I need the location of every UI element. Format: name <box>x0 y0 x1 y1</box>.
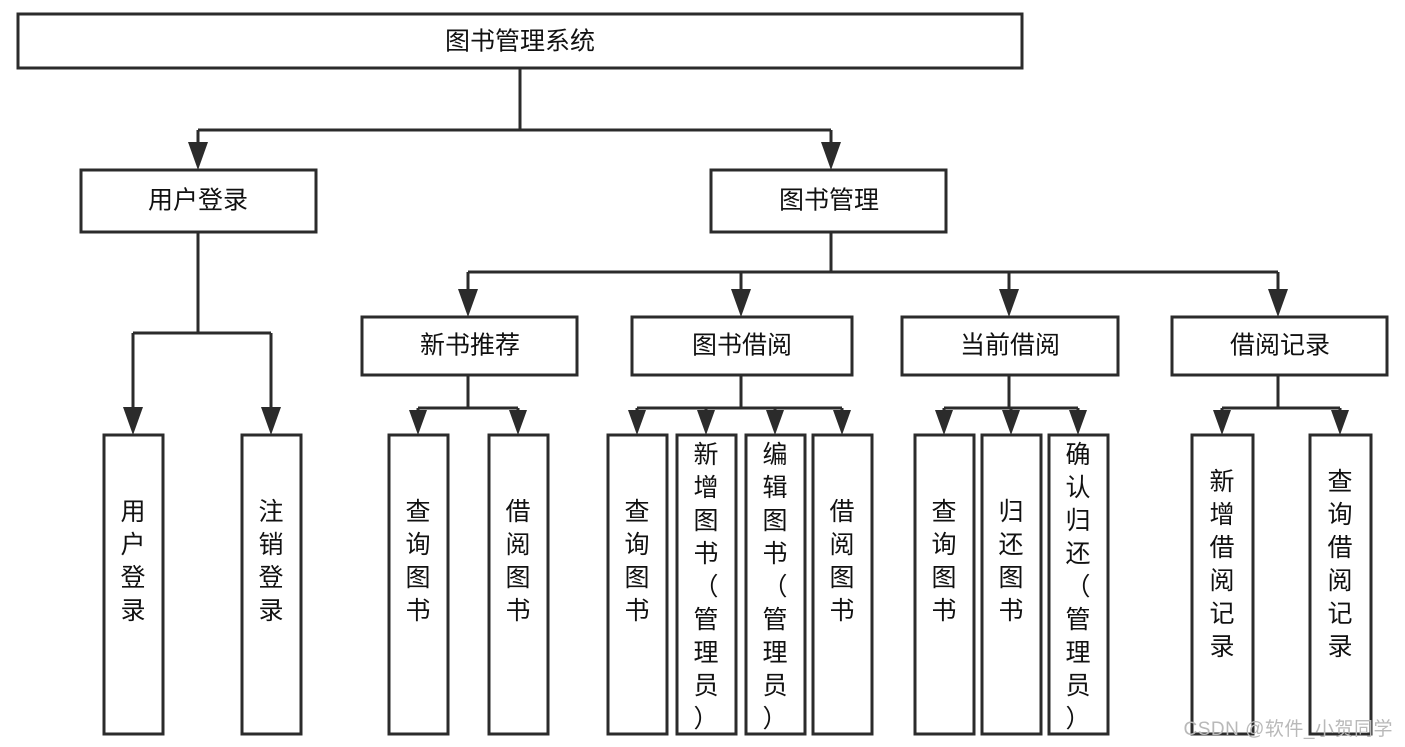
node-leaf-return-book-label: 归还图书 <box>998 498 1023 625</box>
node-leaf-borrow-book-2-label: 借阅图书 <box>829 498 854 625</box>
node-current-borrow-label: 当前借阅 <box>960 332 1060 360</box>
arrow-head-leaf-logout-login <box>261 407 281 435</box>
node-leaf-return-book[interactable]: 归还图书 <box>980 433 1043 736</box>
node-book-management-label: 图书管理 <box>779 187 879 215</box>
node-leaf-borrow-book-1-label: 借阅图书 <box>505 498 530 625</box>
arrow-head-leaf-borrow-book-1 <box>509 410 527 435</box>
node-leaf-user-login-box[interactable] <box>102 433 165 736</box>
node-current-borrow[interactable]: 当前借阅 <box>900 315 1120 377</box>
leaf-nodes-layer: 用户登录 注销登录 查询图书 借阅图书 查询图书 新增图书（管理员） <box>102 433 1373 736</box>
node-leaf-query-book-3-box[interactable] <box>913 433 976 736</box>
arrow-head-borrow-record <box>1268 289 1288 317</box>
node-leaf-add-book[interactable]: 新增图书（管理员） <box>675 433 738 736</box>
node-book-borrow-box[interactable] <box>630 315 854 377</box>
node-leaf-query-borrow-record-label: 查询借阅记录 <box>1327 468 1352 661</box>
node-leaf-user-login[interactable]: 用户登录 <box>102 433 165 736</box>
arrow-head-leaf-add-book <box>697 410 715 435</box>
arrow-head-leaf-edit-book <box>766 410 784 435</box>
node-leaf-query-book-2[interactable]: 查询图书 <box>606 433 669 736</box>
node-leaf-query-book-2-box[interactable] <box>606 433 669 736</box>
node-leaf-add-borrow-record[interactable]: 新增借阅记录 <box>1190 433 1255 736</box>
node-leaf-query-borrow-record-box[interactable] <box>1308 433 1373 736</box>
node-leaf-borrow-book-1-box[interactable] <box>487 433 550 736</box>
node-leaf-query-borrow-record[interactable]: 查询借阅记录 <box>1308 433 1373 736</box>
node-leaf-add-book-label: 新增图书（管理员） <box>693 441 718 733</box>
arrow-head-new-book-recommend <box>458 289 478 317</box>
node-leaf-confirm-return[interactable]: 确认归还（管理员） <box>1047 433 1110 736</box>
node-new-book-recommend-box[interactable] <box>360 315 579 377</box>
arrow-head-leaf-return-book <box>1002 410 1020 435</box>
node-leaf-logout-login-box[interactable] <box>240 433 303 736</box>
node-borrow-record-label: 借阅记录 <box>1230 332 1330 360</box>
node-leaf-add-borrow-record-label: 新增借阅记录 <box>1209 468 1234 661</box>
node-leaf-edit-book[interactable]: 编辑图书（管理员） <box>744 433 807 736</box>
arrow-head-leaf-query-borrow-record <box>1331 410 1349 435</box>
node-new-book-recommend[interactable]: 新书推荐 <box>360 315 579 377</box>
node-user-login-box[interactable] <box>79 168 318 234</box>
node-leaf-query-book-2-label: 查询图书 <box>624 498 649 625</box>
node-leaf-return-book-box[interactable] <box>980 433 1043 736</box>
node-leaf-query-book-3-label: 查询图书 <box>931 498 956 625</box>
node-leaf-query-book-1-box[interactable] <box>387 433 450 736</box>
node-user-login-label: 用户登录 <box>148 187 248 215</box>
node-borrow-record-box[interactable] <box>1170 315 1389 377</box>
node-book-management-box[interactable] <box>709 168 948 234</box>
node-leaf-confirm-return-label: 确认归还（管理员） <box>1065 441 1090 733</box>
connector-layer <box>123 68 1349 435</box>
node-leaf-edit-book-label: 编辑图书（管理员） <box>762 441 787 733</box>
arrow-head-book-management <box>821 142 841 170</box>
arrow-head-leaf-borrow-book-2 <box>833 410 851 435</box>
node-book-borrow-label: 图书借阅 <box>692 332 792 360</box>
node-book-management[interactable]: 图书管理 <box>709 168 948 234</box>
node-root-box[interactable] <box>16 12 1024 70</box>
arrow-head-leaf-query-book-1 <box>409 410 427 435</box>
node-leaf-add-book-box[interactable] <box>675 433 738 736</box>
node-book-borrow[interactable]: 图书借阅 <box>630 315 854 377</box>
node-leaf-user-login-label: 用户登录 <box>120 498 145 625</box>
node-leaf-query-book-3[interactable]: 查询图书 <box>913 433 976 736</box>
node-leaf-logout-login-label: 注销登录 <box>258 498 283 625</box>
arrow-head-leaf-confirm-return <box>1069 410 1087 435</box>
node-leaf-confirm-return-box[interactable] <box>1047 433 1110 736</box>
node-root-label: 图书管理系统 <box>445 28 595 56</box>
arrow-head-book-borrow <box>731 289 751 317</box>
node-user-login[interactable]: 用户登录 <box>79 168 318 234</box>
arrow-head-user-login <box>188 142 208 170</box>
node-leaf-query-book-1-label: 查询图书 <box>405 498 430 625</box>
arrow-head-leaf-user-login <box>123 407 143 435</box>
node-leaf-borrow-book-2-box[interactable] <box>811 433 874 736</box>
node-leaf-borrow-book-2[interactable]: 借阅图书 <box>811 433 874 736</box>
node-leaf-add-borrow-record-box[interactable] <box>1190 433 1255 736</box>
arrow-head-current-borrow <box>999 289 1019 317</box>
arrow-head-leaf-query-book-2 <box>628 410 646 435</box>
node-leaf-edit-book-box[interactable] <box>744 433 807 736</box>
node-new-book-recommend-label: 新书推荐 <box>420 332 520 360</box>
node-leaf-query-book-1[interactable]: 查询图书 <box>387 433 450 736</box>
node-borrow-record[interactable]: 借阅记录 <box>1170 315 1389 377</box>
arrow-head-leaf-query-book-3 <box>935 410 953 435</box>
arrow-head-leaf-add-borrow-record <box>1213 410 1231 435</box>
node-leaf-logout-login[interactable]: 注销登录 <box>240 433 303 736</box>
node-root[interactable]: 图书管理系统 <box>16 12 1024 70</box>
node-current-borrow-box[interactable] <box>900 315 1120 377</box>
node-leaf-borrow-book-1[interactable]: 借阅图书 <box>487 433 550 736</box>
